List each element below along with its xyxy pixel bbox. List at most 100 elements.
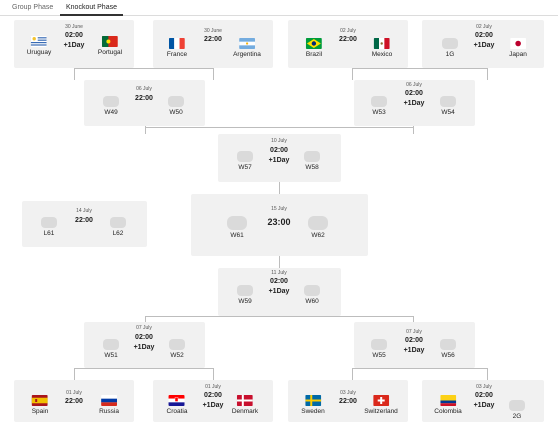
denmark-flag-icon (237, 395, 253, 406)
match-card-l61-l62[interactable]: 14 July 22:00 L61 L62 (22, 201, 147, 247)
team-home: France (167, 38, 187, 58)
match-card-spain-russia[interactable]: 01 July 22:00 Spain Russia (14, 380, 134, 422)
team-away: W54 (440, 96, 456, 116)
spain-flag-icon (32, 395, 48, 406)
team-name: W50 (169, 109, 183, 116)
team-name: Croatia (166, 408, 188, 415)
match-date: 03 July (340, 390, 356, 396)
match-time: 22:00 (65, 398, 83, 405)
team-away: Switzerland (364, 395, 398, 415)
match-card-brazil-mexico[interactable]: 02 July 22:00 Brazil Mexico (288, 20, 408, 68)
team-placeholder-icon (442, 38, 458, 49)
match-time: 02:00 (65, 32, 83, 39)
team-placeholder-icon (227, 216, 247, 230)
match-card-final[interactable]: 15 July 23:00 W61 W62 (191, 194, 368, 256)
team-placeholder-icon (304, 151, 320, 162)
connector-line (352, 68, 488, 69)
argentina-flag-icon (238, 38, 255, 49)
plus-day: +1Day (403, 100, 425, 107)
team-name: W57 (238, 164, 252, 171)
phase-tabs: Group Phase Knockout Phase (0, 0, 558, 16)
connector-line (145, 316, 414, 317)
connector-line (413, 126, 414, 134)
team-home: Sweden (301, 395, 325, 415)
connector-line (352, 368, 353, 380)
connector-line (213, 368, 214, 380)
match-card-1g-japan[interactable]: 02 July 02:00 +1Day 1G Japan (422, 20, 544, 68)
match-card-w55-w56[interactable]: 07 July 02:00 +1Day W55 W56 (354, 322, 475, 368)
match-card-croatia-denmark[interactable]: 01 July 02:00 +1Day Croatia Denmark (153, 380, 273, 422)
team-name: Denmark (231, 408, 259, 415)
russia-flag-icon (101, 395, 117, 406)
team-home: L61 (41, 217, 57, 237)
match-card-w49-w50[interactable]: 06 July 22:00 W49 W50 (84, 80, 205, 126)
match-card-w59-w60[interactable]: 11 July 02:00 +1Day W59 W60 (218, 268, 341, 316)
connector-line (279, 182, 280, 194)
team-away: W58 (304, 151, 320, 171)
team-placeholder-icon (103, 96, 119, 107)
match-card-uruguay-portugal[interactable]: 30 June 02:00 +1Day Uruguay Portugal (14, 20, 134, 68)
team-name: Russia (99, 408, 119, 415)
match-date: 10 July (271, 138, 287, 144)
match-date: 06 July (136, 86, 152, 92)
colombia-flag-icon (440, 395, 456, 406)
tab-knockout-phase[interactable]: Knockout Phase (60, 2, 123, 16)
team-home: W49 (103, 96, 119, 116)
team-name: Argentina (233, 51, 261, 58)
match-time: 02:00 (204, 392, 222, 399)
plus-day: +1Day (133, 344, 155, 351)
match-card-w57-w58[interactable]: 10 July 02:00 +1Day W57 W58 (218, 134, 341, 182)
team-name: W54 (441, 109, 455, 116)
team-name: Brazil (305, 51, 323, 58)
croatia-flag-icon (169, 395, 185, 406)
team-name: Switzerland (364, 408, 398, 415)
match-time: 22:00 (135, 95, 153, 102)
team-home: W61 (227, 216, 247, 239)
match-time: 02:00 (405, 337, 423, 344)
connector-line (279, 256, 280, 268)
team-home: 1G (442, 38, 458, 58)
team-placeholder-icon (304, 285, 320, 296)
team-name: Mexico (371, 51, 393, 58)
match-card-sweden-switzerland[interactable]: 03 July 22:00 Sweden Switzerland (288, 380, 408, 422)
team-name: W59 (238, 298, 252, 305)
plus-day: +1Day (63, 42, 85, 49)
connector-line (74, 368, 214, 369)
team-away: 2G (509, 400, 525, 420)
mexico-flag-icon (374, 38, 390, 49)
match-time: 22:00 (339, 398, 357, 405)
tab-group-phase[interactable]: Group Phase (12, 4, 54, 11)
team-name: Japan (509, 51, 527, 58)
team-placeholder-icon (371, 339, 387, 350)
team-placeholder-icon (110, 217, 126, 228)
match-time: 22:00 (339, 36, 357, 43)
plus-day: +1Day (403, 347, 425, 354)
match-time: 02:00 (270, 278, 288, 285)
match-date: 01 July (205, 384, 221, 390)
team-away: W56 (440, 339, 456, 359)
match-card-w53-w54[interactable]: 06 July 02:00 +1Day W53 W54 (354, 80, 475, 126)
match-date: 06 July (406, 82, 422, 88)
connector-line (74, 368, 75, 380)
team-away: Denmark (232, 395, 258, 415)
plus-day: +1Day (473, 402, 495, 409)
connector-line (487, 368, 488, 380)
team-away: W62 (308, 216, 328, 239)
match-card-colombia-2g[interactable]: 03 July 02:00 +1Day Colombia 2G (422, 380, 544, 422)
portugal-flag-icon (102, 36, 118, 47)
match-date: 07 July (136, 325, 152, 331)
plus-day: +1Day (202, 402, 224, 409)
team-name: W60 (305, 298, 319, 305)
brazil-flag-icon (305, 38, 322, 49)
plus-day: +1Day (473, 42, 495, 49)
match-card-france-argentina[interactable]: 30 June 22:00 France Argentina (153, 20, 273, 68)
match-time: 02:00 (405, 90, 423, 97)
team-name: W51 (104, 352, 118, 359)
connector-line (213, 68, 214, 80)
match-time: 02:00 (270, 147, 288, 154)
team-name: W56 (441, 352, 455, 359)
match-date: 02 July (476, 24, 492, 30)
match-card-w51-w52[interactable]: 07 July 02:00 +1Day W51 W52 (84, 322, 205, 368)
match-date: 15 July (271, 206, 287, 212)
team-name: W61 (230, 232, 244, 239)
